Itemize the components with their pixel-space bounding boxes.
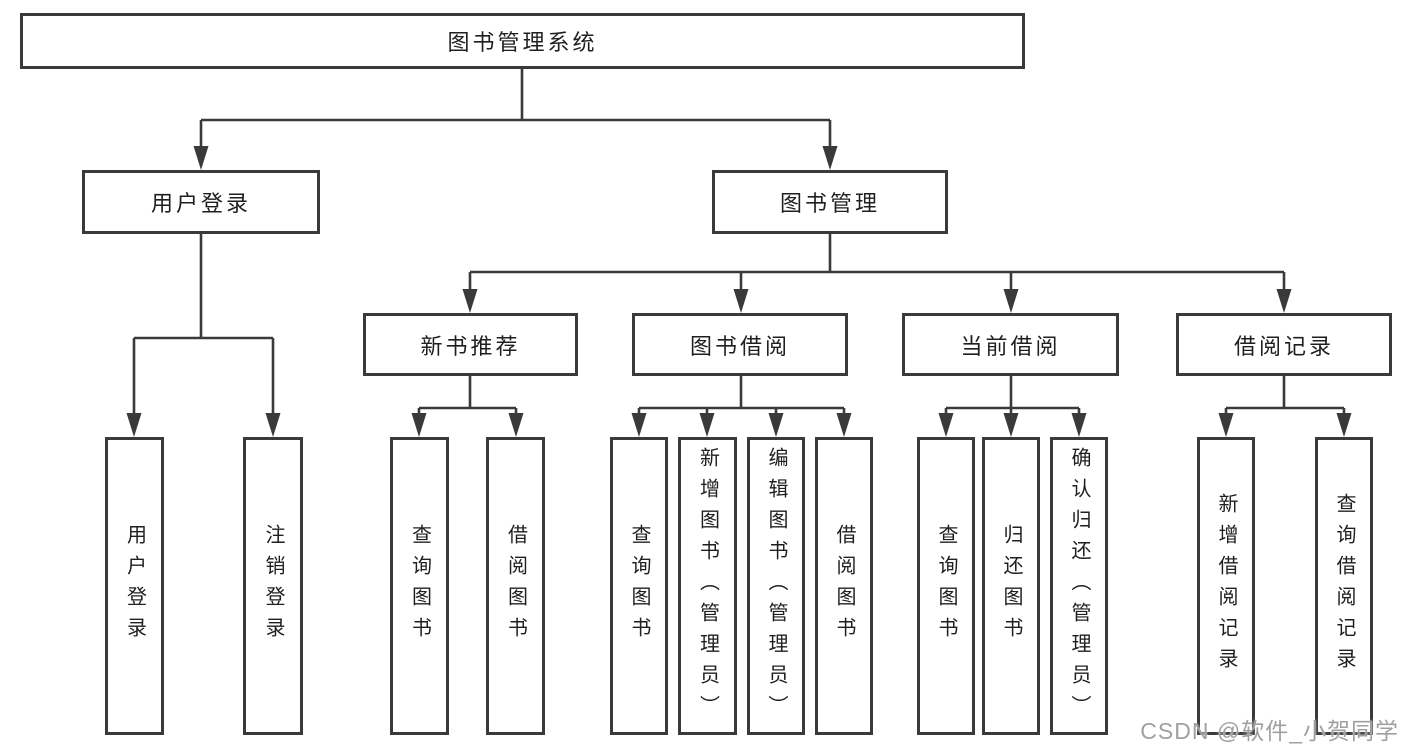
node-leaf-bb-add-books-admin: 新增图书（管理员） xyxy=(678,437,737,735)
node-leaf-logout: 注销登录 xyxy=(243,437,303,735)
node-leaf-cb-query-books: 查询图书 xyxy=(917,437,975,735)
node-leaf-bb-borrow-books: 借阅图书 xyxy=(815,437,873,735)
node-user-login: 用户登录 xyxy=(82,170,320,234)
node-current-borrow: 当前借阅 xyxy=(902,313,1119,376)
node-new-book-recommend: 新书推荐 xyxy=(363,313,578,376)
node-book-borrow: 图书借阅 xyxy=(632,313,848,376)
node-leaf-bb-edit-books-admin: 编辑图书（管理员） xyxy=(747,437,805,735)
node-leaf-br-add-record: 新增借阅记录 xyxy=(1197,437,1255,735)
node-leaf-cb-return-books: 归还图书 xyxy=(982,437,1040,735)
node-leaf-cb-confirm-return-admin: 确认归还（管理员） xyxy=(1050,437,1108,735)
node-leaf-user-login: 用户登录 xyxy=(105,437,164,735)
node-book-management: 图书管理 xyxy=(712,170,948,234)
arrowheads xyxy=(126,146,1352,437)
node-leaf-nbr-query-books: 查询图书 xyxy=(390,437,449,735)
node-leaf-nbr-borrow-books: 借阅图书 xyxy=(486,437,545,735)
node-leaf-bb-query-books: 查询图书 xyxy=(610,437,668,735)
node-leaf-br-query-record: 查询借阅记录 xyxy=(1315,437,1373,735)
node-borrow-records: 借阅记录 xyxy=(1176,313,1392,376)
node-root: 图书管理系统 xyxy=(20,13,1025,69)
csdn-watermark: CSDN @软件_小贺同学 xyxy=(1140,718,1399,744)
